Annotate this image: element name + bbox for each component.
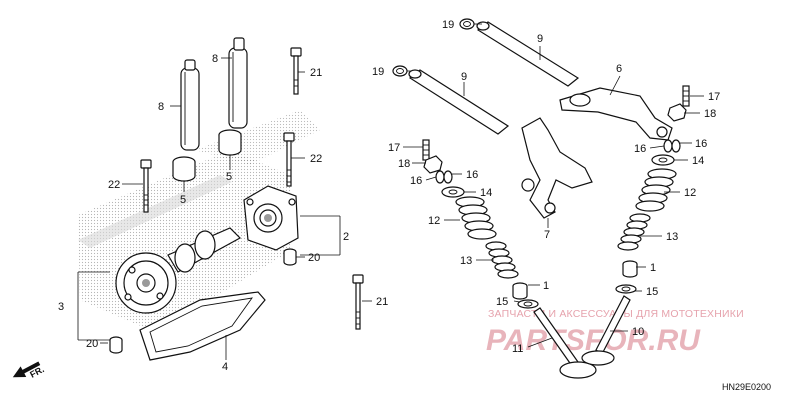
part-19-oring-bottom[interactable] — [392, 65, 408, 77]
part-13-inner-spring-right[interactable] — [617, 213, 651, 251]
part-7-rocker-arm[interactable] — [521, 117, 593, 219]
callout-14: 14 — [692, 155, 704, 167]
callout-11: 11 — [512, 343, 523, 355]
part-18-lock-nut-right[interactable] — [667, 103, 687, 122]
part-1-stem-seal-left[interactable] — [512, 282, 528, 300]
callout-22: 22 — [310, 153, 322, 165]
part-16-cotter-right[interactable] — [663, 139, 681, 153]
callout-12: 12 — [428, 215, 440, 227]
part-12-outer-spring-right[interactable] — [635, 168, 677, 212]
callout-21: 21 — [376, 296, 388, 308]
callout-20: 20 — [86, 338, 98, 350]
callout-18: 18 — [704, 108, 716, 120]
callout-12: 12 — [684, 187, 696, 199]
callout-16: 16 — [410, 175, 422, 187]
part-14-retainer-right[interactable] — [651, 154, 675, 166]
callout-17: 17 — [388, 142, 400, 154]
callout-1: 1 — [543, 280, 549, 292]
part-8-pin-left[interactable] — [180, 59, 200, 151]
part-1-stem-seal-right[interactable] — [622, 260, 638, 278]
leader-lines — [77, 23, 704, 360]
front-direction-arrow-icon — [12, 361, 41, 378]
callout-1: 1 — [650, 262, 656, 274]
callout-5: 5 — [180, 194, 186, 206]
callout-9: 9 — [537, 33, 543, 45]
part-17-adjuster-screw-right[interactable] — [682, 85, 690, 107]
part-3-camshaft-sprocket[interactable] — [115, 227, 241, 314]
part-14-retainer-left[interactable] — [441, 186, 465, 198]
callout-15: 15 — [496, 296, 508, 308]
part-9-rocker-shaft-bottom[interactable] — [408, 69, 510, 135]
part-6-rocker-arm[interactable] — [559, 87, 673, 141]
callout-4: 4 — [222, 361, 228, 373]
callout-5: 5 — [226, 171, 232, 183]
part-22-bolt-right[interactable] — [283, 132, 295, 187]
callout-14: 14 — [480, 187, 492, 199]
part-12-outer-spring-left[interactable] — [455, 196, 497, 240]
callout-19: 19 — [442, 19, 454, 31]
part-21-bolt-top[interactable] — [290, 47, 302, 95]
callout-20: 20 — [308, 252, 320, 264]
part-4-gasket-plate[interactable] — [139, 291, 266, 361]
callout-13: 13 — [666, 231, 678, 243]
watermark: ЗАПЧАСТИ И АКСЕССУАРЫ ДЛЯ МОТОТЕХНИКИ PA… — [486, 308, 744, 357]
callout-15: 15 — [646, 286, 658, 298]
callout-10: 10 — [632, 326, 644, 338]
callout-16: 16 — [695, 138, 707, 150]
part-10-valve[interactable] — [581, 295, 631, 366]
part-21-bolt-bottom[interactable] — [352, 274, 364, 330]
part-9-rocker-shaft-top[interactable] — [476, 21, 580, 87]
callout-3: 3 — [58, 301, 64, 313]
callout-7: 7 — [544, 229, 550, 241]
part-5-bushing-right[interactable] — [218, 129, 242, 156]
part-13-inner-spring-left[interactable] — [485, 241, 519, 279]
callout-17: 17 — [708, 91, 720, 103]
diagram-code: HN29E0200 — [722, 382, 771, 392]
callout-8: 8 — [158, 101, 164, 113]
callout-9: 9 — [461, 71, 467, 83]
part-15-spring-seat-right[interactable] — [615, 284, 637, 294]
part-11-valve[interactable] — [533, 307, 597, 379]
callout-19: 19 — [372, 66, 384, 78]
part-16-cotter-left[interactable] — [435, 170, 453, 184]
callouts: 8 8 5 5 21 22 22 2 20 3 20 4 21 19 19 9 … — [58, 19, 720, 373]
part-19-oring-top[interactable] — [459, 18, 475, 30]
callout-2: 2 — [343, 231, 349, 243]
callout-21: 21 — [310, 67, 322, 79]
part-17-adjuster-screw-left[interactable] — [422, 139, 430, 161]
part-22-bolt-left[interactable] — [140, 159, 152, 213]
callout-16: 16 — [466, 169, 478, 181]
callout-6: 6 — [616, 63, 622, 75]
part-20-dowel-upper[interactable] — [283, 248, 297, 266]
part-5-bushing-left[interactable] — [172, 156, 196, 182]
part-2-camshaft-holder[interactable] — [243, 185, 299, 251]
callout-22: 22 — [108, 179, 120, 191]
callout-16: 16 — [634, 143, 646, 155]
part-20-dowel-lower[interactable] — [109, 336, 123, 354]
part-8-pin-right[interactable] — [228, 37, 248, 129]
part-15-spring-seat-left[interactable] — [517, 299, 539, 309]
callout-18: 18 — [398, 158, 410, 170]
callout-8: 8 — [212, 53, 218, 65]
callout-13: 13 — [460, 255, 472, 267]
part-18-lock-nut-left[interactable] — [423, 155, 443, 174]
